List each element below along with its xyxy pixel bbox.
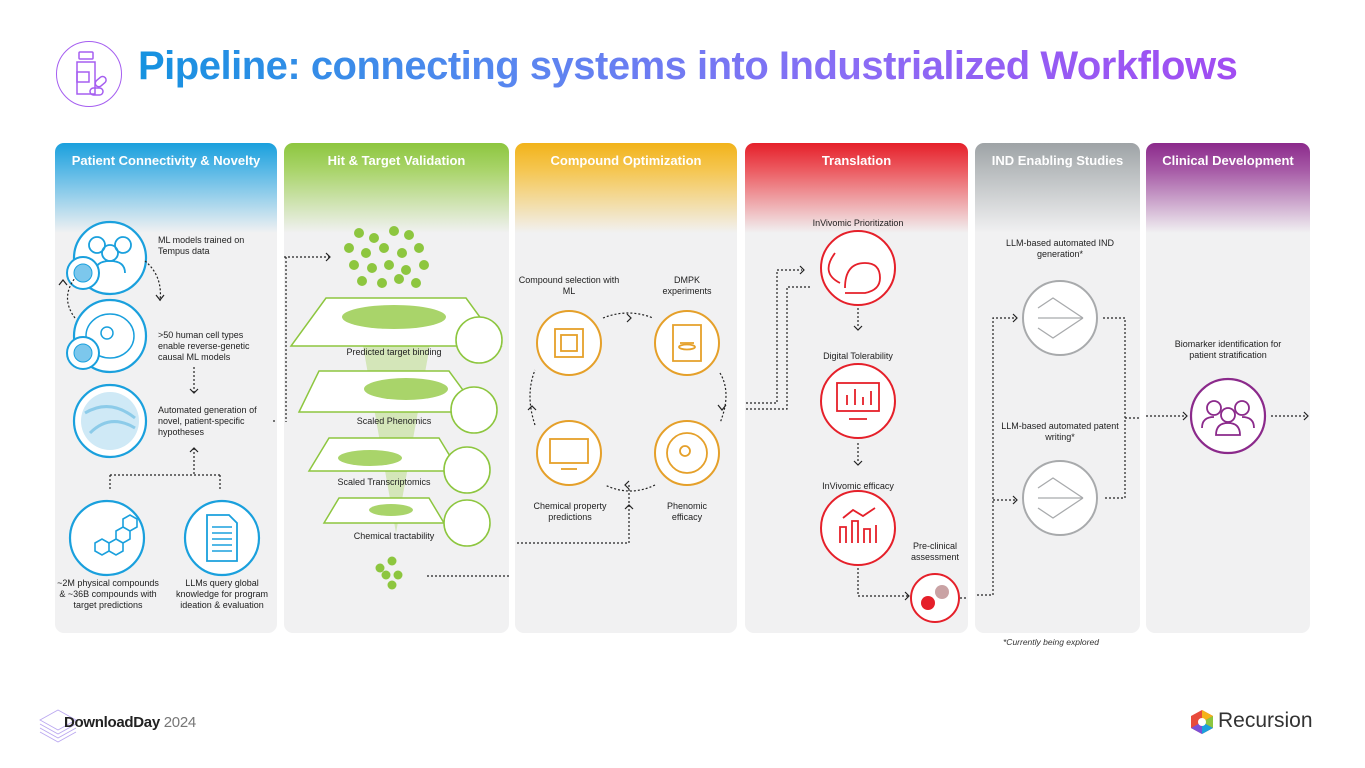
item-label: InVivomic Prioritization xyxy=(812,218,904,228)
page-title: Pipeline: connecting systems into Indust… xyxy=(138,44,1238,88)
item-label: ML models trained on Tempus data xyxy=(158,235,245,256)
item-label: LLM-based automated patent writing* xyxy=(1001,421,1119,442)
stage-title: Patient Connectivity & Novelty xyxy=(55,143,277,233)
item-label: Scaled Transcriptomics xyxy=(337,477,431,487)
item-label: Chemical tractability xyxy=(353,531,435,541)
item-label: >50 human cell types enable reverse-gene… xyxy=(158,330,250,362)
stage-title: Clinical Development xyxy=(1146,143,1310,233)
brand-name: Recursion xyxy=(1218,709,1313,732)
stage-ind-enabling: IND Enabling Studies LLM-based automated… xyxy=(975,143,1140,633)
downloadday-logo-icon xyxy=(38,700,218,744)
footnote: *Currently being explored xyxy=(1003,637,1099,647)
cell-icon xyxy=(654,420,720,486)
hypothesis-sphere-icon xyxy=(72,383,148,459)
stage-clinical-development: Clinical Development Biomarker identific… xyxy=(1146,143,1310,633)
item-label: Scaled Phenomics xyxy=(356,416,432,426)
monitor-chart-icon xyxy=(820,363,896,439)
item-label: Automated generation of novel, patient-s… xyxy=(158,405,257,437)
cell-network-icon xyxy=(66,298,148,374)
item-label: Chemical property predictions xyxy=(533,501,607,522)
monitor-molecule-icon xyxy=(536,420,602,486)
medicine-bottle-icon xyxy=(56,41,122,107)
event-name: DownloadDay 2024 xyxy=(64,714,196,731)
document-icon xyxy=(183,499,261,577)
molecule-link-icon xyxy=(910,573,960,623)
stage-title: IND Enabling Studies xyxy=(975,143,1140,233)
lab-instrument-icon xyxy=(654,310,720,376)
item-label: Biomarker identification for patient str… xyxy=(1174,339,1282,360)
recursion-logo-icon xyxy=(1191,710,1213,734)
stage-translation: Translation InVivomic Prioritization Dig… xyxy=(745,143,968,633)
stage-compound-optimization: Compound Optimization Compound selection… xyxy=(515,143,737,633)
stage-title: Hit & Target Validation xyxy=(284,143,509,233)
molecule-icon xyxy=(68,499,146,577)
event-name-text: DownloadDay xyxy=(64,714,160,731)
neural-network-icon xyxy=(1022,280,1098,356)
chip-icon xyxy=(536,310,602,376)
item-label: Digital Tolerability xyxy=(823,351,893,361)
item-label: Predicted target binding xyxy=(346,347,442,357)
neural-network-icon xyxy=(1022,460,1098,536)
item-label: InVivomic efficacy xyxy=(822,481,894,491)
stage-title: Compound Optimization xyxy=(515,143,737,233)
event-year: 2024 xyxy=(163,714,196,731)
molecule-cluster-icon xyxy=(344,226,429,288)
item-label: LLM-based automated IND generation* xyxy=(1005,238,1115,259)
small-molecule-icon xyxy=(375,556,403,590)
stage-title: Translation xyxy=(745,143,968,233)
stage-patient-connectivity: Patient Connectivity & Novelty xyxy=(55,143,277,633)
item-label: DMPK experiments xyxy=(662,275,712,296)
mouse-icon xyxy=(820,230,896,306)
item-label: LLMs query global knowledge for program … xyxy=(175,578,269,610)
item-label: Compound selection with ML xyxy=(518,275,620,296)
item-label: Pre-clinical assessment xyxy=(910,541,960,562)
patients-icon xyxy=(1189,377,1267,455)
stage-hit-target-validation: Hit & Target Validation xyxy=(284,143,509,633)
item-label: ~2M physical compounds & ~36B compounds … xyxy=(57,578,159,610)
bar-line-chart-icon xyxy=(820,490,896,566)
item-label: Phenomic efficacy xyxy=(666,501,708,522)
